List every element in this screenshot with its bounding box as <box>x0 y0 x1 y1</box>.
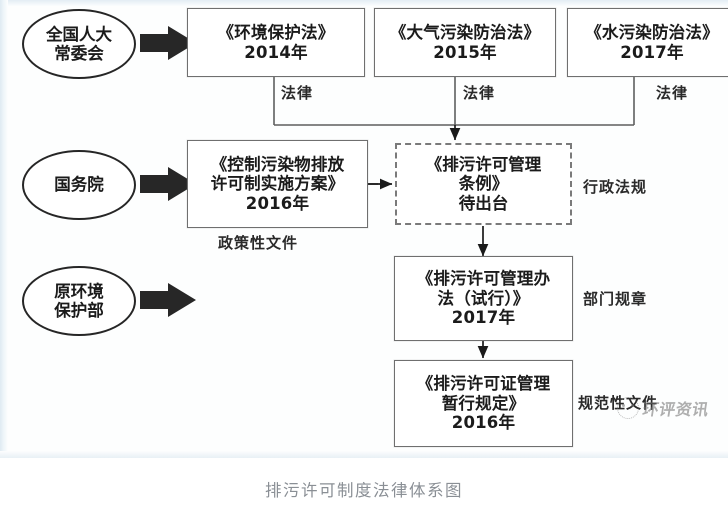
category-label-policy-document: 政策性文件 <box>218 234 299 252</box>
block-arrow-statecouncil-to-policy <box>140 167 196 201</box>
regulation-title-line1: 《排污许可管理 <box>425 154 542 174</box>
figure-caption: 排污许可制度法律体系图 <box>0 458 728 520</box>
law-box-water-pollution[interactable]: 《水污染防治法》 2017年 <box>567 8 728 77</box>
regulation-title-line2: 条例》 <box>458 174 509 194</box>
actor-former-mep[interactable]: 原环境 保护部 <box>22 266 136 336</box>
law-box-environment[interactable]: 《环境保护法》 2014年 <box>187 8 365 77</box>
edge-label-law-environment: 法律 <box>281 84 314 102</box>
law-air-year: 2015年 <box>433 42 497 62</box>
provisions-year: 2016年 <box>451 413 516 433</box>
scan-edge-top <box>0 0 728 6</box>
category-label-administrative-regulation: 行政法规 <box>583 178 648 196</box>
law-water-year: 2017年 <box>620 42 684 62</box>
measures-title-line1: 《排污许可管理办 <box>416 269 551 289</box>
policy-plan-year: 2016年 <box>245 193 310 213</box>
category-label-department-rule: 部门规章 <box>583 290 648 308</box>
doc-box-policy-plan[interactable]: 《控制污染物排放 许可制实施方案》 2016年 <box>187 140 368 228</box>
measures-title-line2: 法（试行）》 <box>437 288 530 308</box>
block-arrow-npc-to-law <box>140 26 196 60</box>
edge-label-law-water: 法律 <box>656 84 689 102</box>
actor-npc-standing-committee[interactable]: 全国人大 常委会 <box>22 9 136 79</box>
policy-plan-title-line2: 许可制实施方案》 <box>210 174 345 194</box>
provisions-title-line1: 《排污许可证管理 <box>416 374 551 394</box>
law-environment-title: 《环境保护法》 <box>217 23 335 43</box>
doc-box-interim-provisions[interactable]: 《排污许可证管理 暂行规定》 2016年 <box>394 360 573 447</box>
scan-edge-bottom <box>0 451 728 458</box>
connector-layer <box>140 26 635 359</box>
actor-npc-line2: 常委会 <box>54 44 104 63</box>
measures-year: 2017年 <box>451 308 516 328</box>
actor-state-council[interactable]: 国务院 <box>22 150 136 220</box>
actor-mep-line2: 保护部 <box>54 301 104 320</box>
policy-plan-title-line1: 《控制污染物排放 <box>210 154 345 174</box>
provisions-title-line2: 暂行规定》 <box>441 393 526 413</box>
edge-label-law-air: 法律 <box>463 84 496 102</box>
block-arrow-mep-to-measures <box>140 283 196 317</box>
actor-mep-line1: 原环境 <box>54 281 104 301</box>
law-box-air-pollution[interactable]: 《大气污染防治法》 2015年 <box>374 8 556 77</box>
actor-state-council-label: 国务院 <box>54 175 104 195</box>
scan-edge-left <box>0 0 8 458</box>
category-label-normative-document: 规范性文件 <box>578 394 659 412</box>
law-water-title: 《水污染防治法》 <box>585 23 719 43</box>
diagram-panel: 全国人大 常委会 国务院 原环境 保护部 《环境保护法》 2014年 《大气污 <box>0 0 728 458</box>
law-environment-year: 2014年 <box>244 42 308 62</box>
law-air-title: 《大气污染防治法》 <box>389 23 541 43</box>
doc-box-measures-trial[interactable]: 《排污许可管理办 法（试行）》 2017年 <box>394 256 573 341</box>
doc-box-regulation-draft[interactable]: 《排污许可管理 条例》 待出台 <box>395 143 572 225</box>
law-bus-lines <box>273 77 635 126</box>
regulation-status: 待出台 <box>458 193 509 213</box>
actor-npc-line1: 全国人大 <box>46 24 112 44</box>
